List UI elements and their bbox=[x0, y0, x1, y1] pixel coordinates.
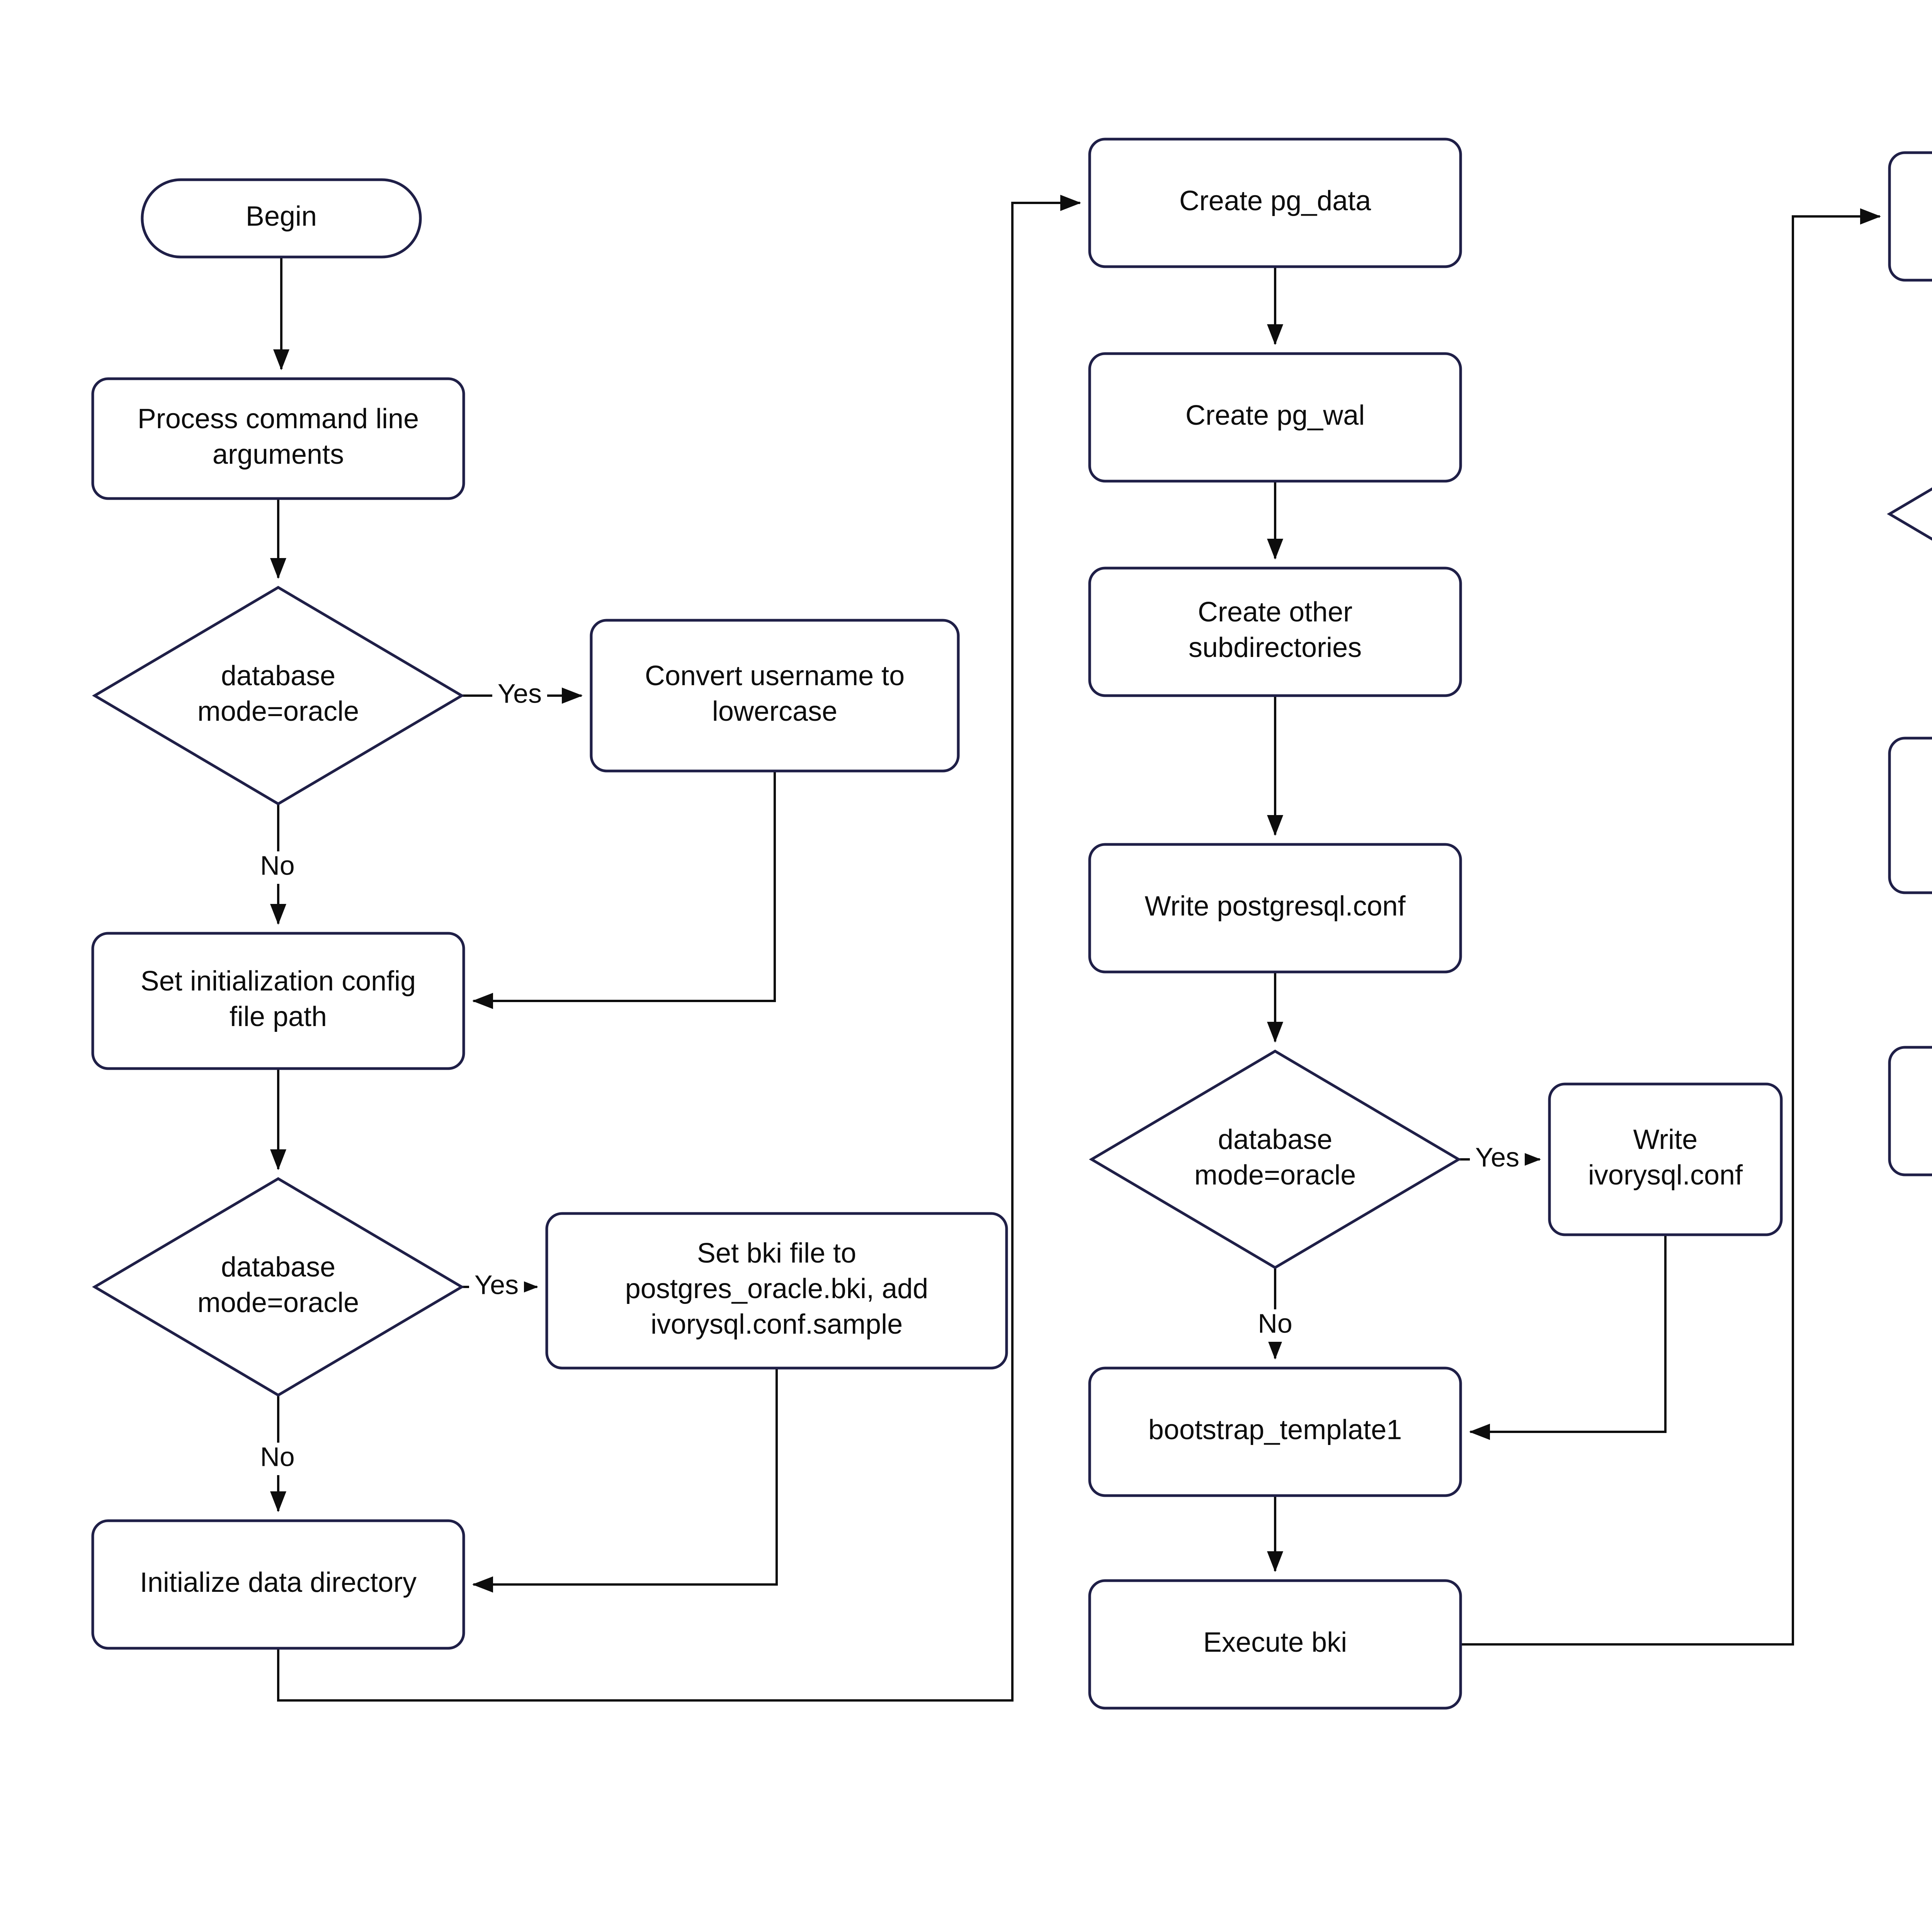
edge-setbki-to-initdir bbox=[472, 1368, 778, 1593]
edge-label-backing-yes-2 bbox=[469, 1271, 524, 1303]
node-init_dbobjects[interactable]: Initialize databaseobjects bbox=[1888, 151, 1932, 282]
node-create_pgdata[interactable]: Create pg_data bbox=[1088, 138, 1462, 268]
node-shape-load_template0 bbox=[1888, 737, 1932, 894]
node-label-init_datadir: Initialize data directory bbox=[140, 1567, 417, 1598]
node-label-create_pgdata: Create pg_data bbox=[1179, 186, 1371, 216]
node-shape-create_other bbox=[1088, 567, 1462, 697]
node-shape-write_ivoryconf bbox=[1548, 1082, 1783, 1236]
edge-label-no-1: No bbox=[260, 850, 294, 880]
node-label-write_pgconf: Write postgresql.conf bbox=[1145, 891, 1406, 922]
node-write_pgconf[interactable]: Write postgresql.conf bbox=[1088, 843, 1462, 973]
edge-execbki-to-initdbobj bbox=[1461, 208, 1881, 1646]
node-shape-create_pgdata bbox=[1088, 138, 1462, 268]
node-load_template0[interactable]: Load template0,postgres, ivorysqldatabas… bbox=[1888, 737, 1932, 894]
edge-label-backing-no-2 bbox=[258, 1443, 297, 1475]
edge-ivoryconf-to-bootstrap bbox=[1469, 1235, 1667, 1440]
node-shape-create_pgwal bbox=[1088, 352, 1462, 483]
node-shape-decision_3 bbox=[1089, 1049, 1461, 1270]
edge-convert-to-setconfig bbox=[472, 771, 776, 1009]
edge-label-backing-no-1 bbox=[258, 851, 297, 884]
node-print_complete[interactable]: Print completionmessage bbox=[1888, 1046, 1932, 1176]
node-label-create_pgwal: Create pg_wal bbox=[1185, 400, 1365, 431]
node-shape-decision_1 bbox=[92, 585, 464, 806]
edge-label-yes-2: Yes bbox=[474, 1270, 519, 1300]
node-label-execute_bki: Execute bki bbox=[1203, 1627, 1347, 1658]
node-shape-convert_user bbox=[590, 619, 960, 773]
node-shape-write_pgconf bbox=[1088, 843, 1462, 973]
node-label-bootstrap_tpl1: bootstrap_template1 bbox=[1148, 1414, 1402, 1445]
edge-label-no-3: No bbox=[1258, 1308, 1292, 1338]
node-shape-process_args bbox=[91, 377, 465, 500]
node-shape-set_bki bbox=[545, 1212, 1008, 1370]
edge-label-yes-1: Yes bbox=[498, 678, 542, 708]
node-execute_bki[interactable]: Execute bki bbox=[1088, 1579, 1462, 1710]
node-shape-set_config_path bbox=[91, 932, 465, 1070]
node-bootstrap_tpl1[interactable]: bootstrap_template1 bbox=[1088, 1367, 1462, 1497]
node-shape-print_complete bbox=[1888, 1046, 1932, 1176]
node-shape-init_dbobjects bbox=[1888, 151, 1932, 282]
node-begin[interactable]: Begin bbox=[141, 178, 422, 259]
edge-label-backing-no-3 bbox=[1256, 1309, 1294, 1342]
edge-label-backing-yes-1 bbox=[492, 679, 547, 712]
node-shape-init_datadir bbox=[91, 1519, 465, 1650]
edge-label-yes-3: Yes bbox=[1475, 1142, 1519, 1172]
node-shape-begin bbox=[141, 178, 422, 259]
node-init_datadir[interactable]: Initialize data directory bbox=[91, 1519, 465, 1650]
node-shape-bootstrap_tpl1 bbox=[1088, 1367, 1462, 1497]
edges-layer bbox=[270, 195, 1881, 1702]
edge-initdir-to-createpgdata bbox=[277, 195, 1081, 1702]
node-shape-execute_bki bbox=[1088, 1579, 1462, 1710]
node-create_pgwal[interactable]: Create pg_wal bbox=[1088, 352, 1462, 483]
edge-label-no-2: No bbox=[260, 1441, 294, 1472]
edge-labels-layer: YesNoYesNoYesNoYesNo bbox=[258, 678, 1525, 1475]
node-shape-decision_4 bbox=[1887, 487, 1932, 541]
edge-label-backing-yes-3 bbox=[1470, 1143, 1525, 1176]
node-label-begin: Begin bbox=[246, 201, 317, 232]
node-shape-decision_2 bbox=[92, 1177, 464, 1397]
